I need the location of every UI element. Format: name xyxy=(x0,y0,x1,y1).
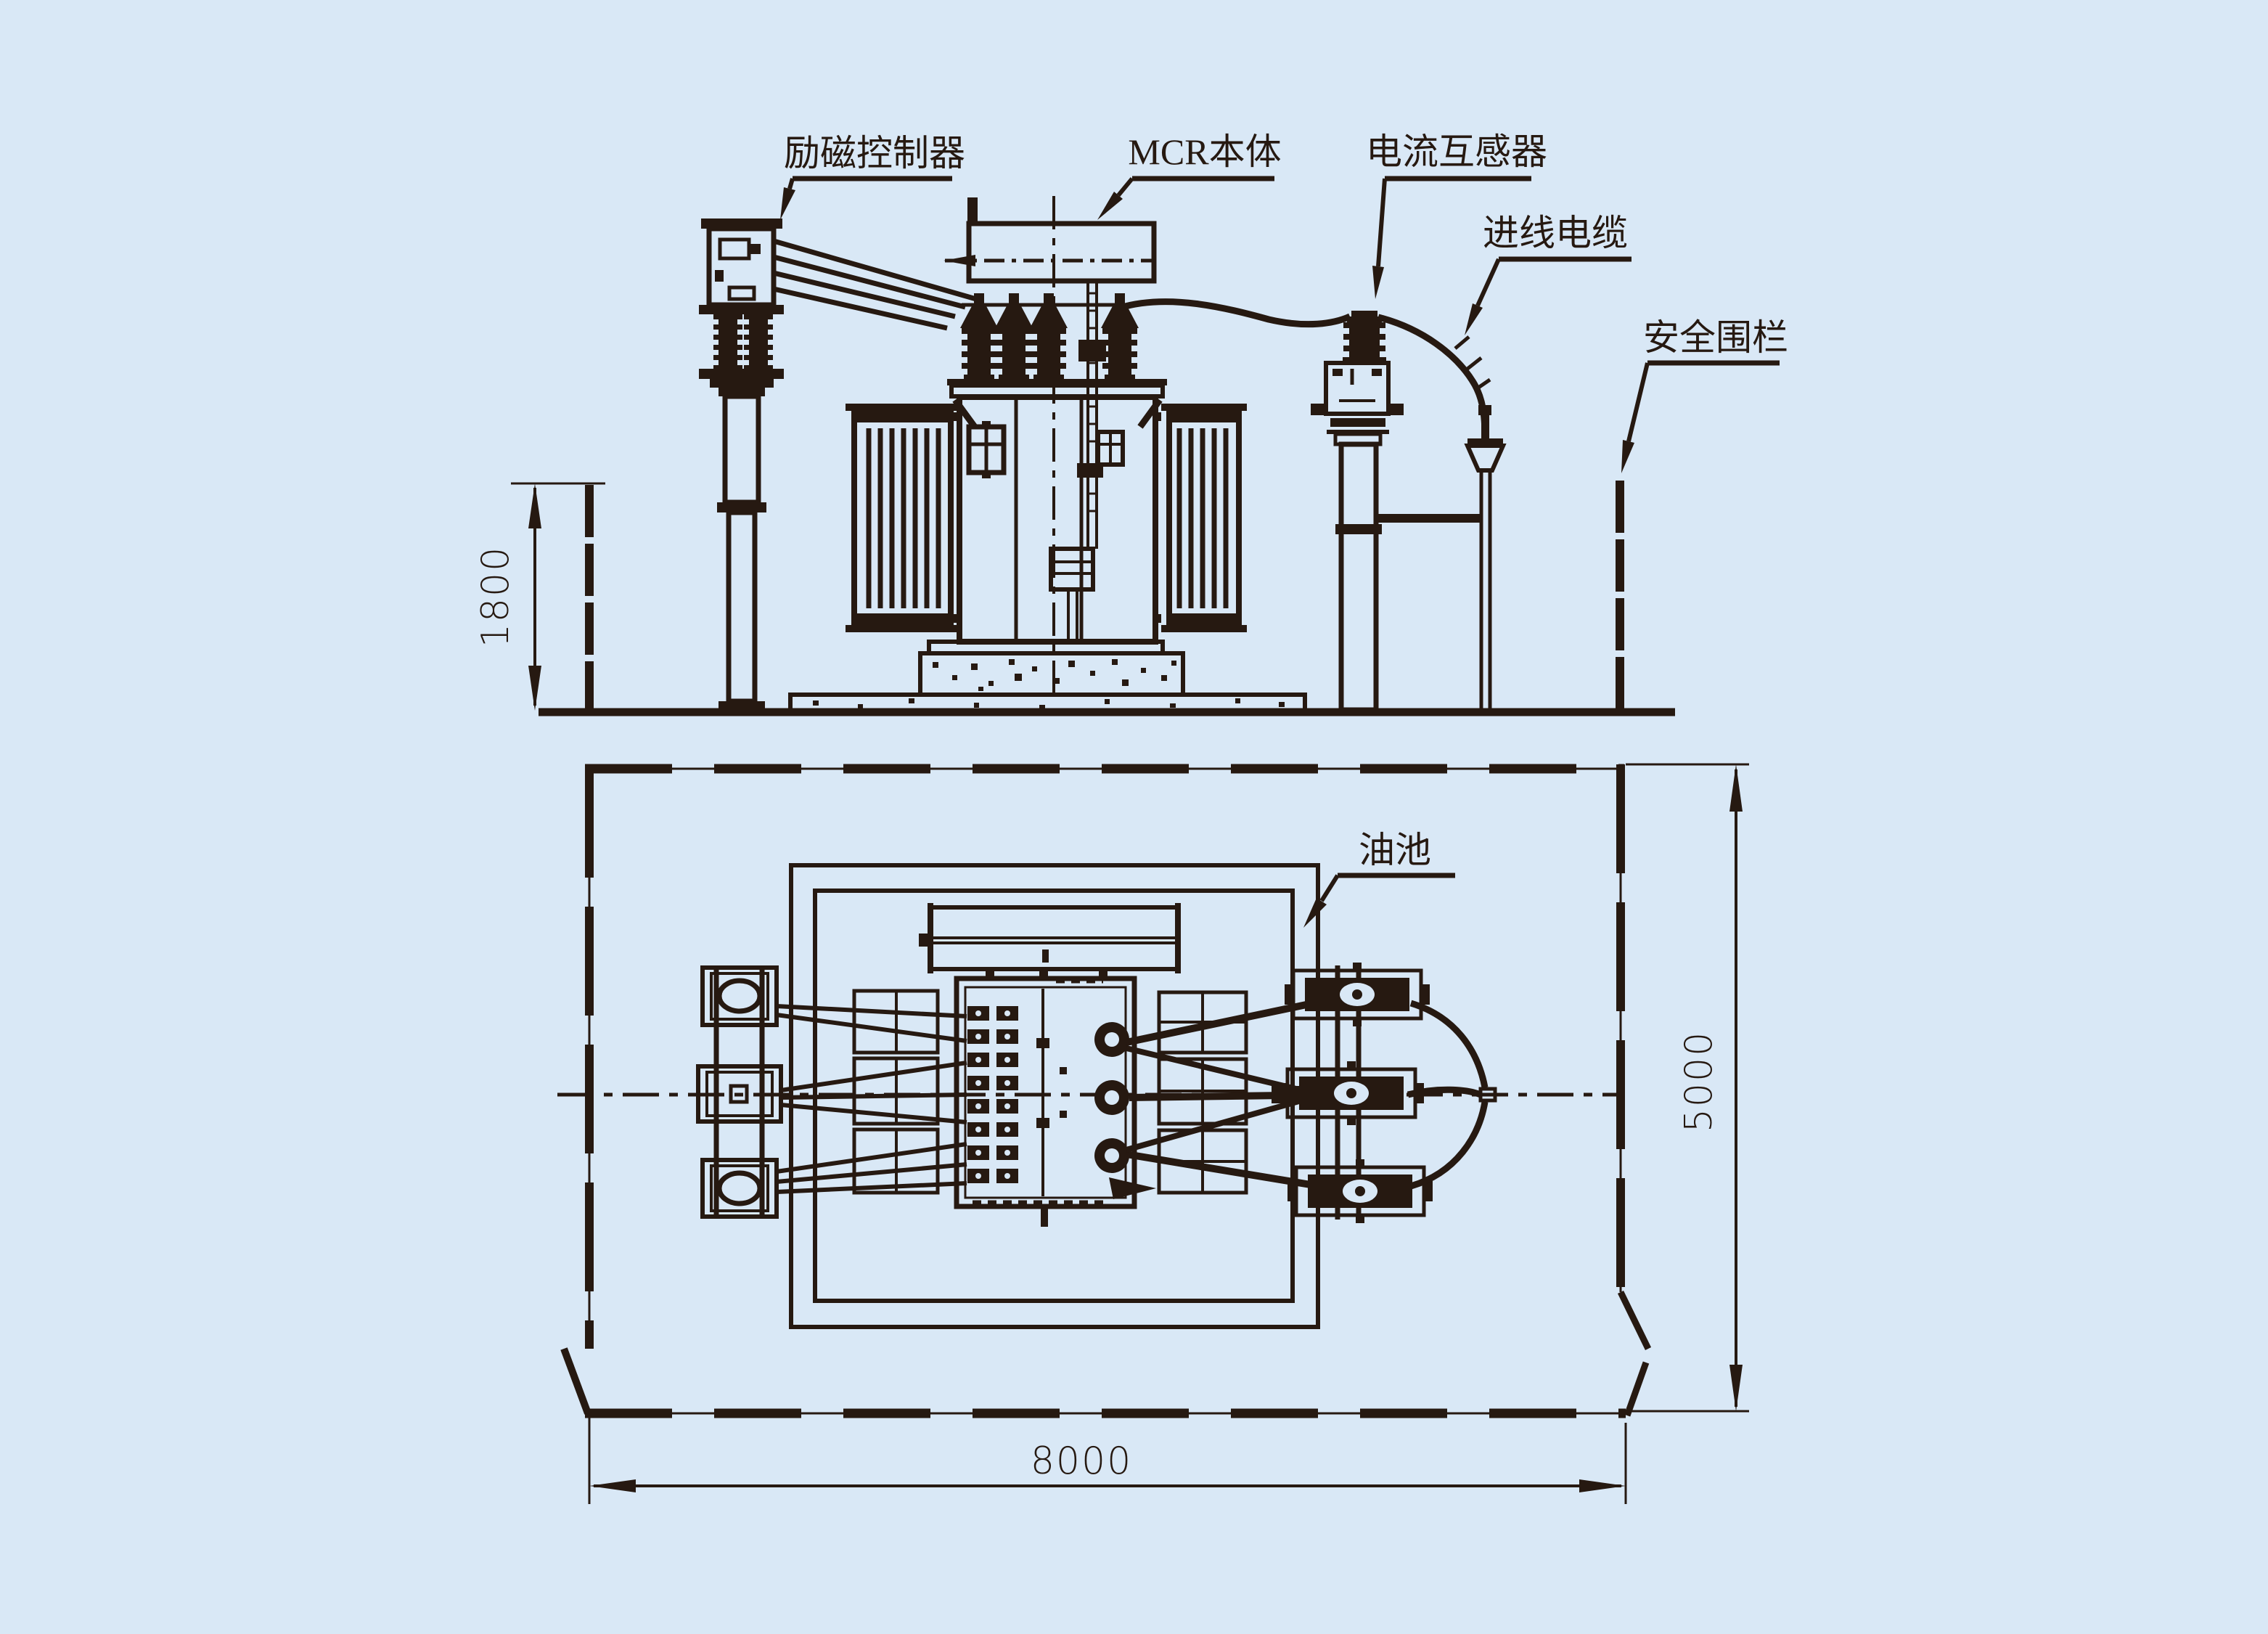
safety-fence-label: 安全围栏 xyxy=(1643,317,1788,358)
incoming-cable-path xyxy=(1118,298,1491,438)
incoming-cable-label: 进线电缆 xyxy=(1483,213,1628,253)
oil-pool-label: 油池 xyxy=(1359,830,1431,870)
dimension-8000-text: 8000 xyxy=(1031,1439,1132,1483)
dimension-fence-height: 1800 xyxy=(474,482,605,711)
label-incoming-cable: 进线电缆 xyxy=(1465,213,1632,335)
elevation-view: 1800 xyxy=(474,131,1788,716)
mcr-body xyxy=(947,283,1167,645)
label-oil-pool: 油池 xyxy=(1303,830,1455,928)
excitation-wires xyxy=(773,238,977,331)
tank-window-left xyxy=(966,421,1007,478)
plan-view: 油池 5000 8000 xyxy=(557,763,1749,1504)
foundation xyxy=(788,640,1307,713)
current-transformer xyxy=(1311,311,1482,713)
dimension-plot-depth: 5000 xyxy=(1626,763,1749,1413)
plan-ct-groups xyxy=(1272,963,1497,1223)
bushing-1 xyxy=(960,293,998,383)
label-current-transformer: 电流互感器 xyxy=(1366,131,1547,299)
plan-right-bushings xyxy=(1094,1022,1129,1173)
plan-fence xyxy=(560,764,1652,1418)
excitation-controller xyxy=(699,218,784,711)
radiator-left xyxy=(846,404,959,632)
tank xyxy=(957,394,1158,645)
plan-tank xyxy=(954,976,1137,1227)
label-mcr-body: MCR本体 xyxy=(1097,131,1282,220)
excitation-controller-label: 励磁控制器 xyxy=(784,133,965,173)
cable-terminal-pole xyxy=(1464,405,1507,712)
dimension-1800-text: 1800 xyxy=(474,546,517,648)
mcr-body-label: MCR本体 xyxy=(1128,131,1281,172)
radiator-right xyxy=(1155,404,1247,632)
mcr-top-box xyxy=(943,197,1157,284)
label-safety-fence: 安全围栏 xyxy=(1621,317,1788,473)
plan-radiators-left xyxy=(852,989,940,1195)
dimension-5000-text: 5000 xyxy=(1677,1031,1721,1132)
ladder xyxy=(1049,283,1106,640)
dimension-plot-width: 8000 xyxy=(588,1417,1627,1504)
plan-radiators-right xyxy=(1157,990,1248,1195)
label-excitation-controller: 励磁控制器 xyxy=(780,133,965,220)
plan-excitation-controller xyxy=(696,965,783,1219)
bushing-2 xyxy=(995,293,1033,383)
current-transformer-label: 电流互感器 xyxy=(1366,131,1547,172)
plan-top-assembly xyxy=(919,903,1181,979)
plan-fan-wires xyxy=(776,1004,967,1194)
concrete-speckles xyxy=(813,659,1285,709)
bushing-3 xyxy=(1030,293,1068,383)
tank-window-right xyxy=(1096,430,1125,467)
